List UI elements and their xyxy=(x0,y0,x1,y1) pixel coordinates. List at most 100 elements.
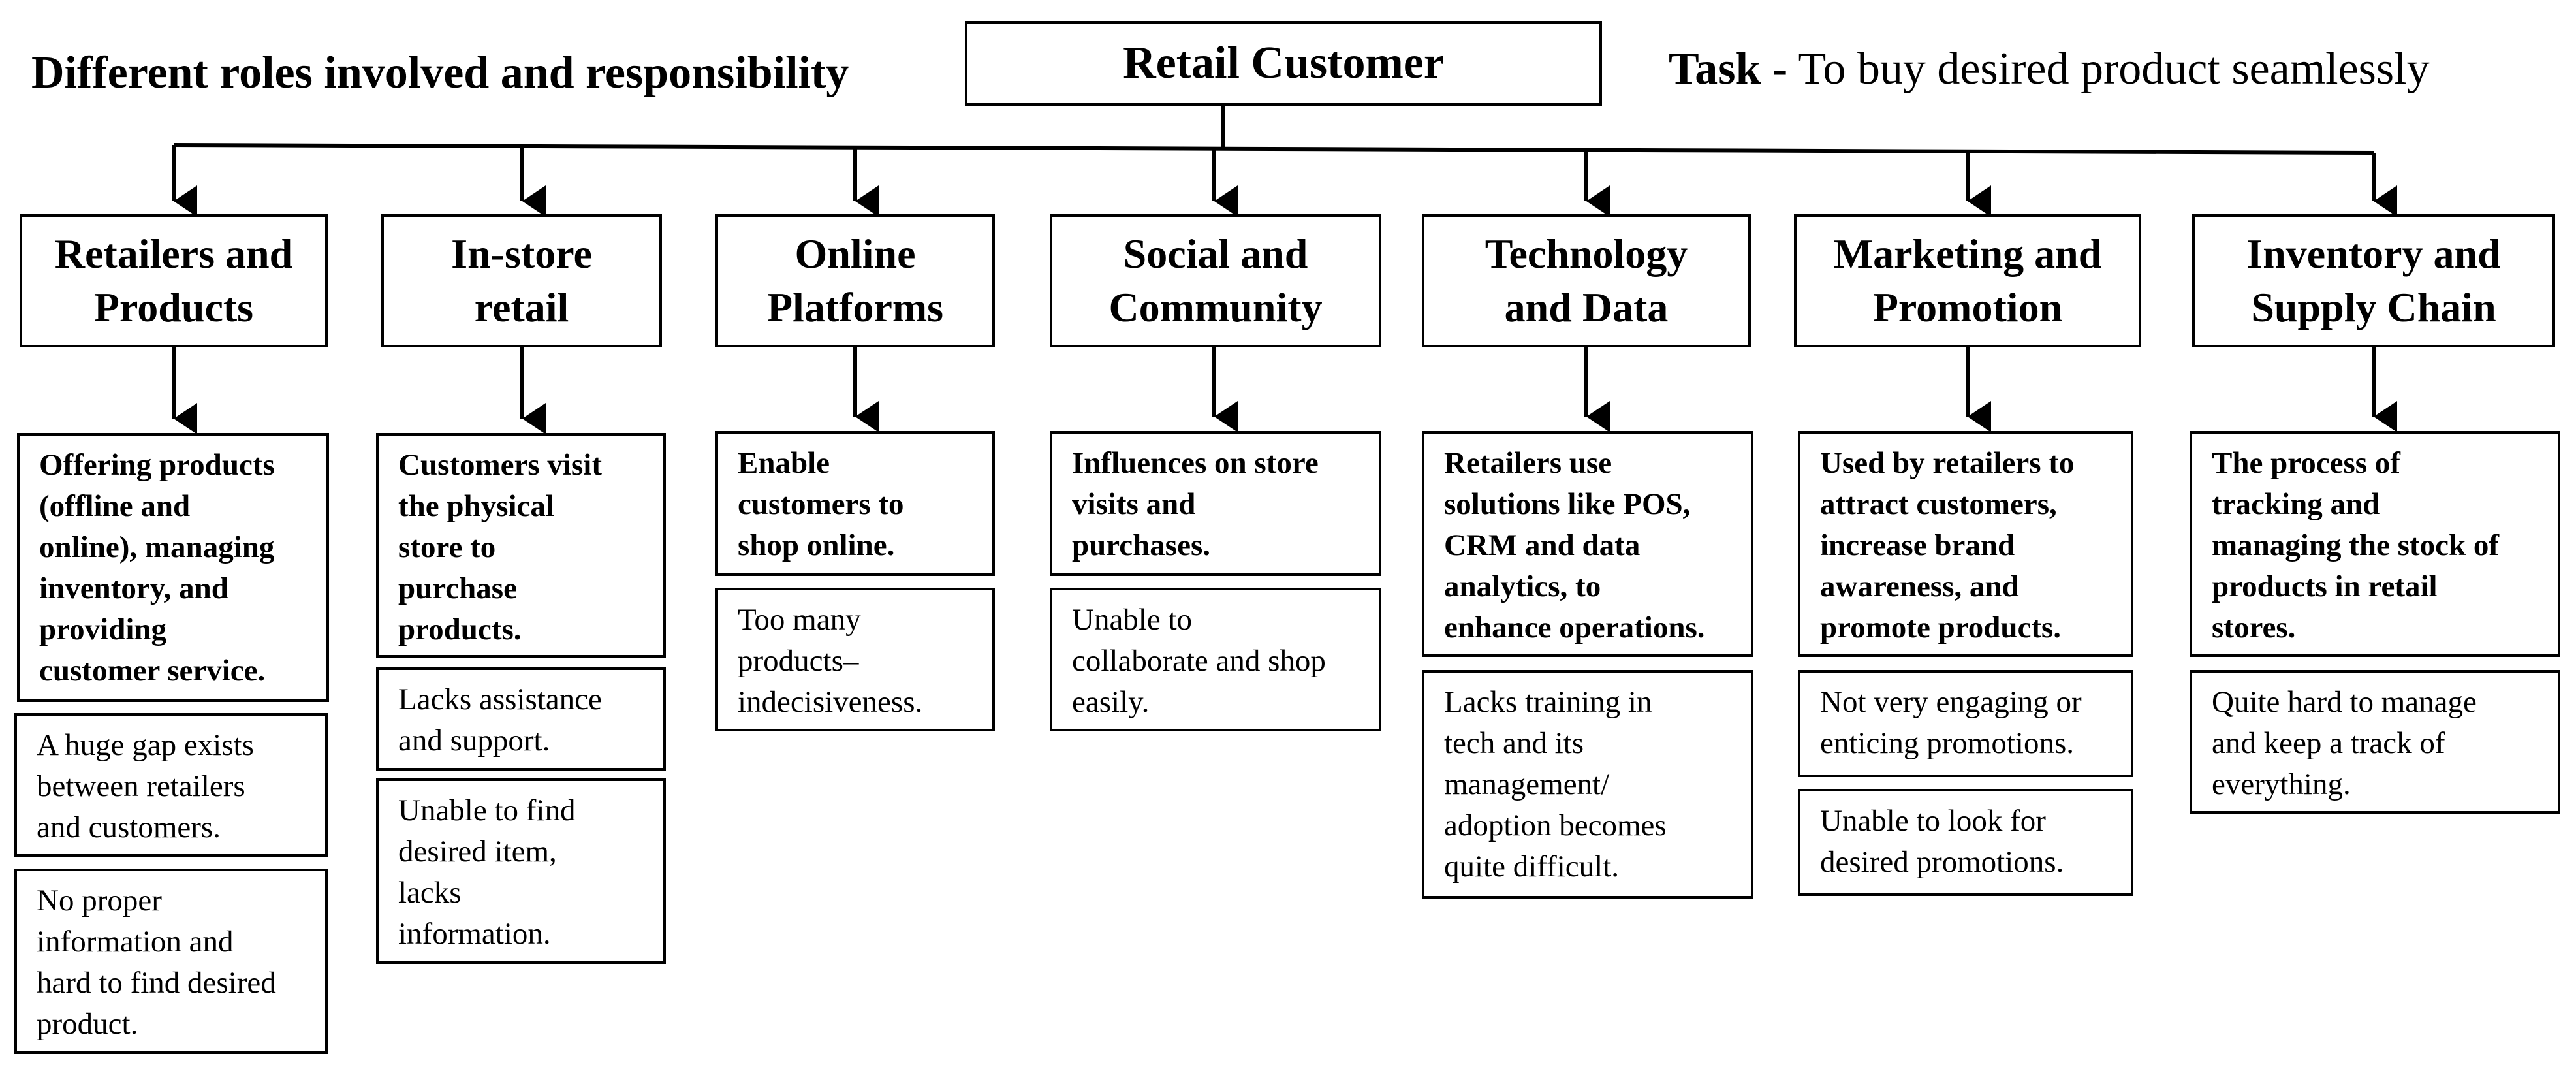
role-issue-line: A huge gap exists xyxy=(37,728,254,762)
role-description-line: solutions like POS, xyxy=(1444,487,1691,521)
role-issue-line: product. xyxy=(37,1007,138,1041)
role-description-line: purchases. xyxy=(1072,528,1210,562)
role-issue-line: adoption becomes xyxy=(1444,808,1667,842)
role-description-social-and-community: Influences on store visits and purchases. xyxy=(1050,431,1381,576)
role-description-line: Enable xyxy=(738,446,830,480)
role-issue-line: No proper xyxy=(37,884,162,918)
role-issue-line: desired item, xyxy=(398,835,557,869)
role-description-line: visits and xyxy=(1072,487,1196,521)
role-title-line: and Data xyxy=(1504,284,1669,330)
role-issue-line: desired promotions. xyxy=(1820,845,2064,879)
role-issue-line: information. xyxy=(398,917,551,951)
role-issue-line: information and xyxy=(37,925,234,959)
diagram-heading: Different roles involved and responsibil… xyxy=(31,48,849,98)
role-title-line: Platforms xyxy=(766,284,944,330)
role-issue-line: and customers. xyxy=(37,810,221,844)
role-title-line: Social and xyxy=(1123,231,1308,277)
role-issue-line: and support. xyxy=(398,724,550,758)
branch-arrows xyxy=(172,145,2397,434)
role-issue-line: Quite hard to manage xyxy=(2212,685,2477,719)
role-description-line: online), managing xyxy=(39,530,275,564)
role-description-line: shop online. xyxy=(738,528,895,562)
role-issue-line: Too many xyxy=(738,603,861,637)
role-title-line: Retailers and xyxy=(54,231,293,277)
role-description-line: Offering products xyxy=(39,448,275,482)
role-description-line: customer service. xyxy=(39,654,266,688)
role-issue-line: hard to find desired xyxy=(37,966,276,1000)
role-title-line: Community xyxy=(1108,284,1323,330)
role-description-line: inventory, and xyxy=(39,571,228,605)
role-description-line: enhance operations. xyxy=(1444,611,1705,645)
role-description-line: products. xyxy=(398,613,522,647)
role-description-line: the physical xyxy=(398,489,554,523)
role-title-line: Products xyxy=(93,284,254,330)
role-issue-marketing-and-promotion-1: Not very engaging or enticing promotions. xyxy=(1798,670,2133,777)
role-issue-marketing-and-promotion-2: Unable to look for desired promotions. xyxy=(1798,789,2133,896)
role-issue-line: Unable to find xyxy=(398,793,576,827)
role-title-line: Marketing and xyxy=(1833,231,2102,277)
role-description-line: Retailers use xyxy=(1444,446,1612,480)
role-description-line: attract customers, xyxy=(1820,487,2057,521)
role-issue-in-store-retail-1: Lacks assistance and support. xyxy=(376,667,666,771)
task-text: To buy desired product seamlessly xyxy=(1787,44,2430,94)
role-description-inventory-and-supply-chain: The process of tracking and managing the s… xyxy=(2190,431,2560,657)
role-issue-line: quite difficult. xyxy=(1444,850,1620,884)
role-description-line: Used by retailers to xyxy=(1820,446,2075,480)
role-issue-retailers-and-products-2: No proper information and hard to find des… xyxy=(14,869,328,1054)
role-description-line: (offline and xyxy=(39,489,191,523)
root-node-retail-customer: Retail Customer xyxy=(965,21,1602,106)
role-description-line: Influences on store xyxy=(1072,446,1319,480)
role-title-line: Technology xyxy=(1484,231,1688,277)
root-trunk xyxy=(173,106,2374,155)
role-issue-line: enticing promotions. xyxy=(1820,726,2075,760)
role-description-line: store to xyxy=(398,530,496,564)
role-description-line: products in retail xyxy=(2212,569,2438,603)
role-title-in-store-retail: In-store retail xyxy=(381,214,662,347)
role-description-line: stores. xyxy=(2212,611,2296,645)
role-issue-line: between retailers xyxy=(37,769,245,803)
role-title-text: In-store retail xyxy=(451,227,592,334)
role-title-line: Promotion xyxy=(1872,284,2063,330)
role-issue-line: management/ xyxy=(1444,767,1610,801)
task-label: Task - xyxy=(1669,44,1788,94)
role-issue-line: lacks xyxy=(398,876,462,910)
role-description-line: customers to xyxy=(738,487,904,521)
role-description-line: providing xyxy=(39,613,167,647)
role-issue-line: Lacks training in xyxy=(1444,685,1652,719)
role-issue-line: Lacks assistance xyxy=(398,682,602,716)
role-description-line: managing the stock of xyxy=(2212,528,2499,562)
role-title-line: retail xyxy=(474,284,569,330)
role-issue-line: products– xyxy=(738,644,859,678)
role-issue-line: easily. xyxy=(1072,685,1150,719)
role-title-text: Technology and Data xyxy=(1485,227,1688,334)
role-issue-line: and keep a track of xyxy=(2212,726,2445,760)
role-description-line: tracking and xyxy=(2212,487,2380,521)
role-title-line: Supply Chain xyxy=(2251,284,2496,330)
role-description-line: promote products. xyxy=(1820,611,2062,645)
role-description-retailers-and-products: Offering products (offline and online), ma… xyxy=(17,433,329,702)
role-issue-line: Unable to xyxy=(1072,603,1193,637)
role-issue-in-store-retail-2: Unable to find desired item, lacks informat… xyxy=(376,778,666,964)
role-issue-line: Not very engaging or xyxy=(1820,685,2082,719)
task-statement: Task - To buy desired product seamlessly xyxy=(1669,43,2430,95)
role-description-line: The process of xyxy=(2212,446,2400,480)
role-title-line: Online xyxy=(794,231,916,277)
role-issue-line: Unable to look for xyxy=(1820,804,2046,838)
role-title-line: In-store xyxy=(451,231,592,277)
role-issue-line: indecisiveness. xyxy=(738,685,923,719)
